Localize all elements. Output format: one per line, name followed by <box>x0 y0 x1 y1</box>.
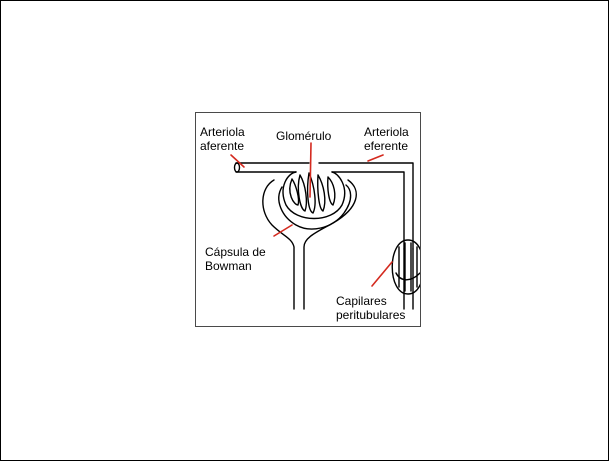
label-capilares-peritubulares: Capilares peritubulares <box>336 294 405 322</box>
afferent-arteriole <box>236 163 309 172</box>
label-glomerulo: Glomérulo <box>276 129 331 143</box>
pointer-glomerulo <box>310 143 311 197</box>
pointer-arteriola-eferente <box>368 155 383 161</box>
label-arteriola-aferente: Arteriola aferente <box>200 125 245 153</box>
label-arteriola-eferente: Arteriola eferente <box>364 125 409 153</box>
efferent-arteriole <box>319 163 413 249</box>
label-capsula-bowman: Cápsula de Bowman <box>205 245 266 273</box>
peritubular-capillaries-outline <box>392 240 420 294</box>
pointer-arteriola-aferente <box>231 155 244 167</box>
peritubular-capillary-loops <box>396 243 420 291</box>
bowman-capsule <box>263 180 356 309</box>
afferent-arteriole-end <box>235 163 240 172</box>
pointer-capilares-peritubulares <box>372 262 392 286</box>
nephron-diagram: Arteriola aferente Glomérulo Arteriola e… <box>195 112 421 327</box>
glomerulus-capillary-loops <box>290 173 335 213</box>
